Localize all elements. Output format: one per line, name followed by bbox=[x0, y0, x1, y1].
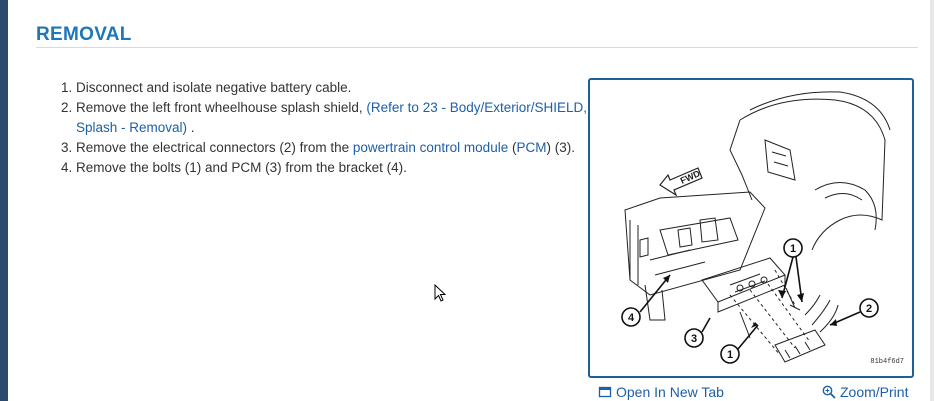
mouse-pointer-icon bbox=[434, 284, 447, 302]
fwd-arrow-icon: FWD bbox=[659, 167, 703, 197]
pcm-glossary-link[interactable]: powertrain control module bbox=[352, 140, 509, 155]
svg-text:4: 4 bbox=[628, 312, 635, 324]
splash-shield-removal-link[interactable]: (Refer to 23 - Body/Exterior/SHIELD, Spl… bbox=[76, 100, 588, 135]
step-4: Remove the bolts (1) and PCM (3) from th… bbox=[76, 158, 604, 178]
zoom-icon bbox=[822, 385, 836, 399]
step-3-text: Remove the electrical connectors (2) fro… bbox=[76, 140, 353, 155]
zoom-print-button[interactable]: Zoom/Print bbox=[822, 384, 908, 400]
removal-steps-list: Disconnect and isolate negative battery … bbox=[54, 78, 604, 178]
scrollbar-track[interactable] bbox=[930, 0, 934, 401]
zoom-print-label: Zoom/Print bbox=[840, 384, 909, 400]
svg-text:3: 3 bbox=[691, 333, 697, 345]
section-title: REMOVAL bbox=[36, 24, 132, 45]
svg-text:1: 1 bbox=[790, 243, 796, 255]
step-3-suffix: ) (3). bbox=[546, 140, 575, 155]
step-2-suffix: . bbox=[187, 120, 195, 135]
step-1-text: Disconnect and isolate negative battery … bbox=[76, 80, 352, 95]
open-new-tab-label: Open In New Tab bbox=[616, 384, 724, 400]
figure-id: 81b4f6d7 bbox=[870, 358, 904, 366]
step-1: Disconnect and isolate negative battery … bbox=[76, 78, 604, 98]
open-new-tab-button[interactable]: Open In New Tab bbox=[598, 384, 724, 400]
pcm-removal-illustration[interactable]: FWD 1 1 2 3 4 bbox=[588, 78, 914, 378]
illustration-drawing: FWD 1 1 2 3 4 bbox=[621, 91, 891, 364]
svg-text:1: 1 bbox=[727, 349, 733, 361]
title-divider bbox=[36, 47, 918, 48]
open-tab-icon bbox=[598, 386, 612, 398]
step-4-text: Remove the bolts (1) and PCM (3) from th… bbox=[76, 160, 407, 175]
step-2-text: Remove the left front wheelhouse splash … bbox=[76, 100, 367, 115]
step-3-paren: ( bbox=[508, 140, 517, 155]
svg-text:2: 2 bbox=[866, 303, 872, 315]
step-3: Remove the electrical connectors (2) fro… bbox=[76, 138, 604, 158]
step-2: Remove the left front wheelhouse splash … bbox=[76, 98, 604, 138]
pcm-abbrev-link[interactable]: PCM bbox=[516, 140, 547, 155]
window-left-edge bbox=[0, 0, 8, 401]
